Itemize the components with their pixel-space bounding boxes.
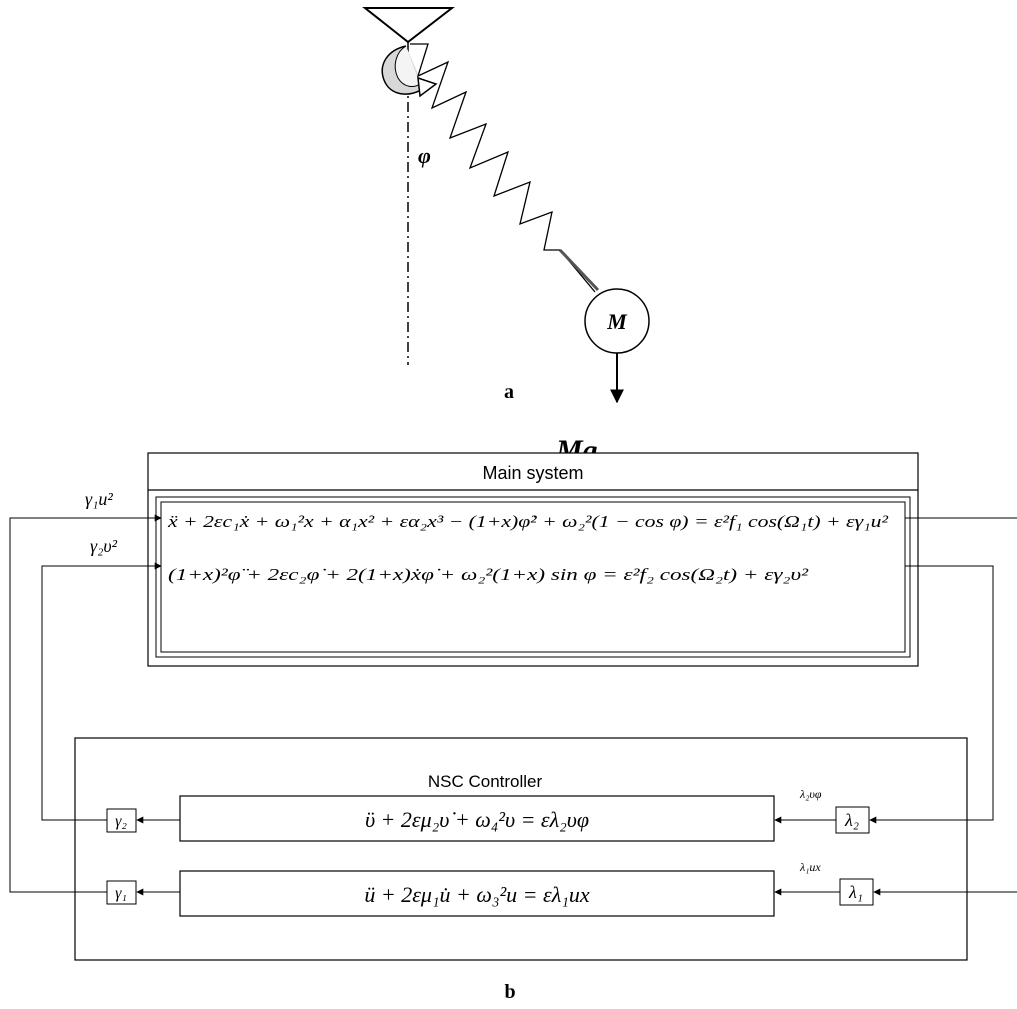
caption-b: b xyxy=(504,981,515,1003)
main-equations-outer-border xyxy=(155,496,911,658)
gain-lambda2-label: λ₂ xyxy=(844,810,859,830)
gain-lambda2-block xyxy=(835,806,870,834)
main-equation-1: ẍ + 2εc₁ẋ + ω₁²x + α₁x² + εα₂x³ − (1+x)φ… xyxy=(167,512,889,531)
input-gamma2-label: γ₂υ² xyxy=(90,536,118,556)
phi-output-line xyxy=(869,565,994,824)
signal-lambda2-label: λ₂υφ xyxy=(799,787,822,801)
gain-gamma2-label: γ₂ xyxy=(115,813,127,830)
spring-coil xyxy=(410,43,596,293)
angle-phi-label: φ xyxy=(418,143,431,168)
main-system-box xyxy=(147,452,919,667)
spring-pendulum-figure: φ M Mg a xyxy=(362,7,650,467)
caption-a: a xyxy=(504,381,514,403)
gain-lambda1-label: λ₁ xyxy=(848,882,863,902)
main-system-title: Main system xyxy=(482,463,583,483)
spring-rod xyxy=(558,248,600,292)
gain-gamma1-label: γ₁ xyxy=(115,885,127,902)
feedback-gamma1-line xyxy=(9,514,162,893)
signal-lambda1-label: λ₁ux xyxy=(799,860,821,874)
input-gamma1-label: γ₁u² xyxy=(85,489,113,509)
nsc-controller-box xyxy=(74,737,968,961)
torsional-spring-icon xyxy=(381,45,438,98)
nsc-controller-title: NSC Controller xyxy=(428,772,543,791)
mass-label: M xyxy=(606,309,628,334)
main-equations-box xyxy=(160,501,906,653)
block-diagram: Main system ẍ + 2εc₁ẋ + ω₁²x + α₁x² + εα… xyxy=(9,452,1017,1003)
controller-u-equation-box xyxy=(179,870,775,917)
feedback-gamma2-line xyxy=(41,562,162,821)
controller-v-equation: ϋ + 2εμ₂υ̇ + ω₄²υ = ελ₂υφ xyxy=(365,807,589,832)
main-equation-2: (1+x)²φ̈ + 2εc₂φ̇ + 2(1+x)ẋφ̇ + ω₂²(1+x)… xyxy=(168,565,809,584)
signal-lines xyxy=(9,514,1017,896)
controller-u-equation: ü + 2εμ₁u̇ + ω₃²u = ελ₁ux xyxy=(364,882,590,907)
controller-v-equation-box xyxy=(179,795,775,842)
pivot-support xyxy=(362,7,455,44)
